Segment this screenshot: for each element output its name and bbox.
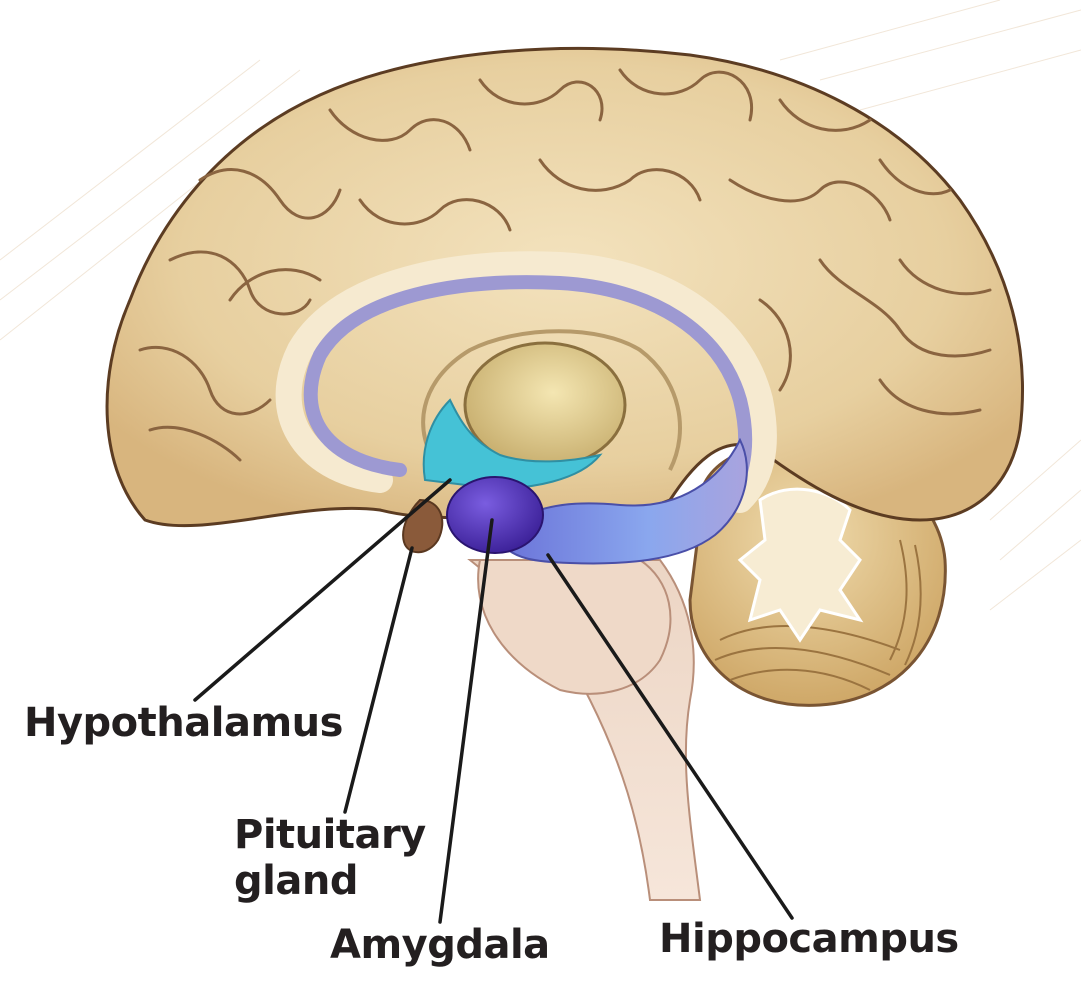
amygdala-region [446, 476, 544, 554]
hippocampus-region [498, 437, 748, 565]
label-hippocampus: Hippocampus [659, 916, 959, 962]
leader-amygdala [438, 518, 494, 924]
label-amygdala: Amygdala [330, 922, 550, 968]
label-pituitary-gland: Pituitary gland [234, 812, 426, 904]
background-hatching [0, 0, 1081, 611]
label-hypothalamus: Hypothalamus [24, 700, 343, 746]
leader-hippocampus [546, 553, 794, 920]
pons [477, 559, 672, 695]
label-pituitary-line2: gland [234, 858, 358, 904]
inner-arc [421, 329, 682, 472]
label-pituitary-line1: Pituitary [234, 812, 426, 858]
corpus-callosum [275, 251, 777, 513]
hypothalamus-region [422, 398, 603, 490]
cortex-folds [138, 68, 992, 462]
fornix [303, 275, 753, 507]
leader-hypothalamus [193, 478, 452, 702]
leader-pituitary [343, 546, 414, 814]
leader-lines [193, 478, 794, 924]
